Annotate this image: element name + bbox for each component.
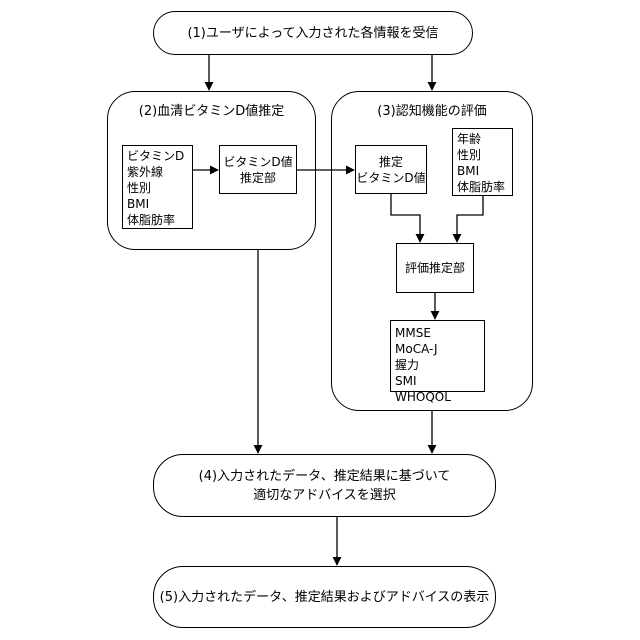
step2-vitamin-d-estimator: ビタミンD値 推定部 — [219, 145, 297, 194]
step3-evaluator-label: 評価推定部 — [405, 260, 465, 276]
step3-output-smi: SMI — [395, 373, 480, 389]
step3-title: (3)認知機能の評価 — [332, 100, 532, 119]
step2-input-body-fat: 体脂肪率 — [127, 212, 188, 228]
step1-receive-input: (1)ユーザによって入力された各情報を受信 — [153, 11, 473, 55]
step2-input-sex: 性別 — [127, 180, 188, 196]
step2-input-list: ビタミンD 紫外線 性別 BMI 体脂肪率 — [122, 145, 193, 229]
step1-label: (1)ユーザによって入力された各情報を受信 — [187, 24, 438, 43]
step3-output-moca-j: MoCA-J — [395, 341, 480, 357]
step3-other-input-list: 年齢 性別 BMI 体脂肪率 — [452, 128, 513, 196]
step2-estimator-line2: 推定部 — [240, 170, 276, 186]
step3-estimated-line2: ビタミンD値 — [356, 170, 425, 186]
step3-input-body-fat: 体脂肪率 — [457, 179, 508, 195]
step3-input-bmi: BMI — [457, 163, 508, 179]
step4-line1: (4)入力されたデータ、推定結果に基づいて — [199, 467, 451, 486]
step2-input-vitamin-d: ビタミンD — [127, 148, 188, 164]
step3-estimated-vitamin-d: 推定 ビタミンD値 — [355, 145, 427, 194]
step4-select-advice: (4)入力されたデータ、推定結果に基づいて 適切なアドバイスを選択 — [153, 454, 496, 517]
step3-output-grip: 握力 — [395, 357, 480, 373]
step3-output-whoqol: WHOQOL — [395, 389, 480, 405]
step4-line2: 適切なアドバイスを選択 — [253, 486, 396, 505]
step3-output-mmse: MMSE — [395, 325, 480, 341]
step3-input-age: 年齢 — [457, 131, 508, 147]
step2-title: (2)血清ビタミンD値推定 — [108, 100, 315, 119]
step2-input-uv: 紫外線 — [127, 164, 188, 180]
step5-label: (5)入力されたデータ、推定結果およびアドバイスの表示 — [160, 588, 490, 607]
step3-estimated-line1: 推定 — [379, 154, 403, 170]
step3-input-sex: 性別 — [457, 147, 508, 163]
step3-evaluation-estimator: 評価推定部 — [396, 243, 474, 293]
step3-output-list: MMSE MoCA-J 握力 SMI WHOQOL — [390, 320, 485, 392]
step5-display-results: (5)入力されたデータ、推定結果およびアドバイスの表示 — [153, 566, 496, 628]
step2-input-bmi: BMI — [127, 196, 188, 212]
step2-estimator-line1: ビタミンD値 — [223, 154, 292, 170]
